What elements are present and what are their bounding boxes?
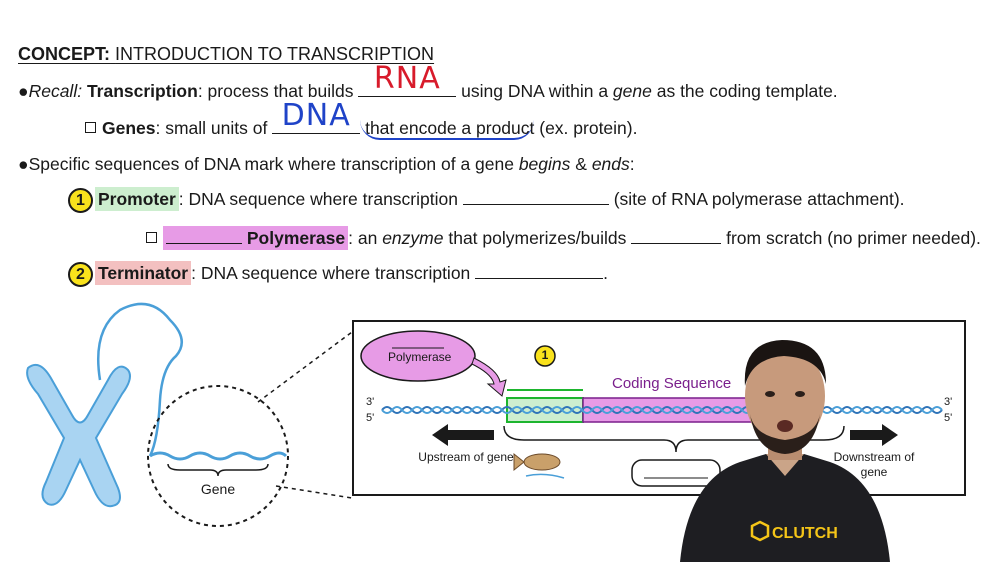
gene-brace — [167, 463, 269, 477]
presenter-shirt — [680, 454, 890, 562]
terminator-blank — [475, 261, 604, 279]
title-prefix: CONCEPT: — [18, 44, 111, 64]
promoter-blank — [462, 187, 609, 205]
recall-text-3: as the coding template. — [651, 81, 838, 101]
recall-label: Recall: — [28, 81, 83, 101]
dna-strand-bottom — [381, 406, 943, 414]
downstream-label: Downstream of gene — [833, 450, 915, 479]
number-badge-2: 2 — [68, 261, 93, 287]
terminator-term: Terminator — [95, 261, 192, 285]
transcription-diagram: Polymerase 1 Coding Sequence T 3' 5' 3' … — [352, 320, 966, 496]
polymerase-blob — [360, 330, 476, 382]
genes-term: Genes — [102, 118, 156, 138]
polymerase-text: : an — [348, 228, 383, 248]
zoom-circle — [147, 385, 289, 527]
marker-badge-1 — [534, 345, 556, 367]
recall-line: ●Recall: Transcription: process that bui… — [18, 64, 838, 103]
genes-text-2: that encode a product — [360, 118, 535, 140]
polymerase-highlight: Polymerase — [163, 226, 349, 250]
strand-label-bottom-left: 5' — [366, 412, 375, 424]
shirt-logo-text: CLUTCH — [772, 525, 838, 542]
presenter-hair — [744, 340, 826, 386]
gene-brace-large — [503, 425, 845, 453]
terminator-text: : DNA sequence where transcription — [191, 263, 476, 283]
recall-text-2: using DNA within a — [456, 81, 613, 101]
title-text: INTRODUCTION TO TRANSCRIPTION — [115, 44, 435, 64]
begins-word: begins — [518, 154, 571, 174]
amp: & — [570, 154, 592, 174]
dna-coil — [96, 302, 183, 457]
recall-text: : process that builds — [197, 81, 359, 101]
upstream-label: Upstream of gene — [418, 450, 514, 464]
chromosome-icon — [26, 364, 131, 508]
colon: : — [629, 154, 635, 174]
enzyme-word: enzyme — [382, 228, 444, 248]
downstream-arrow — [850, 424, 898, 446]
terminator-text-2: . — [603, 263, 609, 283]
rna-blank: RNA — [358, 64, 457, 97]
genes-line: Genes: small units of DNA that encode a … — [85, 101, 638, 140]
polymerase-blank — [166, 226, 242, 244]
strand-label-top-left: 3' — [366, 396, 375, 408]
presenter-head — [745, 346, 825, 446]
polymerase-label: Polymerase — [388, 350, 452, 364]
coding-sequence-label: Coding Sequence — [612, 375, 732, 392]
transcription-term: Transcription — [86, 81, 198, 101]
diagram-graphics — [360, 330, 943, 487]
polymerase-arrow — [471, 357, 507, 397]
checkbox-square — [146, 232, 157, 243]
genes-text: : small units of — [155, 118, 273, 138]
upstream-arrow — [432, 424, 494, 446]
builds-blank — [631, 226, 722, 244]
gene-word: gene — [612, 81, 652, 101]
clutch-logo-icon — [750, 520, 770, 542]
page-title: CONCEPT: INTRODUCTION TO TRANSCRIPTION — [18, 42, 434, 66]
gene-label: Gene — [201, 481, 235, 497]
bullet: ● — [18, 81, 29, 101]
chromosome-illustration: Gene — [26, 302, 352, 527]
promoter-term: Promoter — [95, 187, 179, 211]
dna-blank: DNA — [272, 101, 361, 134]
promoter-text: : DNA sequence where transcription — [178, 189, 463, 209]
strand-label-top-right: 3' — [944, 396, 953, 408]
polymerase-term: Polymerase — [246, 228, 346, 248]
polymerase-text-3: from scratch (no primer needed). — [721, 228, 981, 248]
marker-number: 1 — [541, 348, 549, 362]
gene-dna — [149, 451, 288, 461]
bullet: ● — [18, 154, 29, 174]
strand-label-bottom-right: 5' — [944, 412, 953, 424]
polymerase-text-2: that polymerizes/builds — [443, 228, 632, 248]
sequences-line: ●Specific sequences of DNA mark where tr… — [18, 152, 635, 176]
rna-handwriting: RNA — [373, 61, 441, 96]
dna-handwriting: DNA — [281, 98, 351, 133]
ends-word: ends — [591, 154, 630, 174]
fish-icon — [513, 452, 565, 479]
checkbox-square — [85, 122, 96, 133]
polymerase-line: Polymerase: an enzyme that polymerizes/b… — [146, 226, 981, 250]
number-badge-1: 1 — [68, 187, 93, 213]
presenter-video: CLUTCH — [680, 340, 890, 562]
genes-text-3: (ex. protein). — [534, 118, 638, 138]
promoter-text-2: (site of RNA polymerase attachment). — [608, 189, 905, 209]
sequences-text: Specific sequences of DNA mark where tra… — [28, 154, 519, 174]
